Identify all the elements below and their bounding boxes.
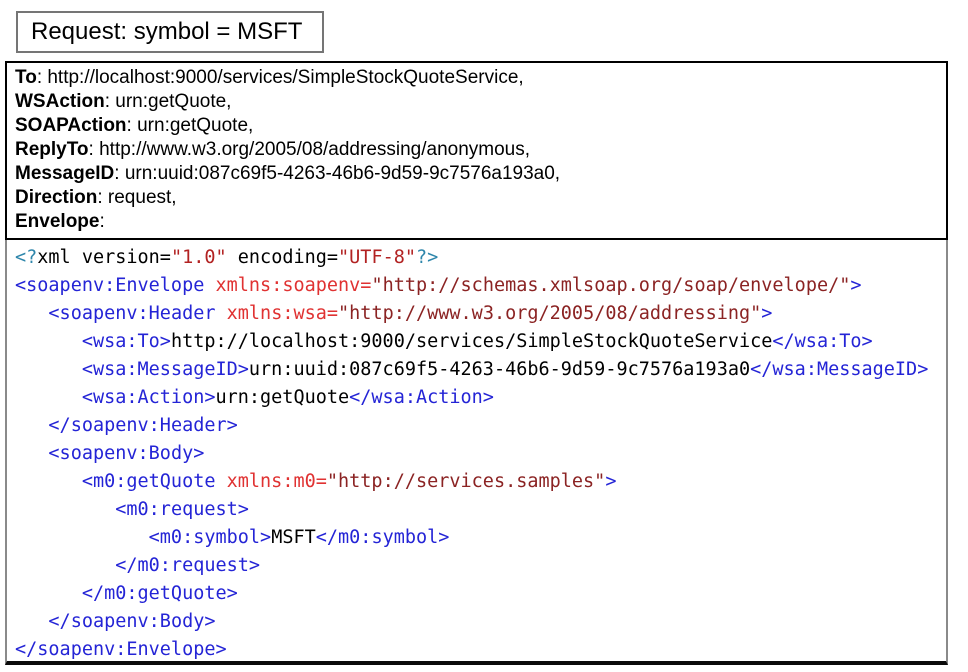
code-line: </soapenv:Envelope>: [15, 636, 946, 661]
header-field-envelope: Envelope:: [15, 211, 105, 232]
xml-token-attr: xmlns:soapenv=: [215, 275, 372, 296]
code-line: <soapenv:Body>: [15, 440, 946, 468]
xml-token-tag: </soapenv:Envelope>: [15, 639, 227, 660]
xml-token-plain: urn:uuid:087c69f5-4263-46b6-9d59-9c7576a…: [248, 359, 751, 380]
header-field-label: To: [15, 67, 37, 88]
xml-token-tag: >: [850, 275, 862, 296]
xml-token-plain: encoding=: [226, 247, 339, 268]
header-field-label: Envelope: [15, 211, 100, 232]
xml-token-plain: urn:getQuote: [215, 387, 350, 408]
header-field-wsaction: WSAction: urn:getQuote,: [15, 91, 232, 112]
request-title: Request: symbol = MSFT: [31, 18, 303, 45]
code-line: </m0:getQuote>: [15, 580, 946, 608]
xml-token-tag: <wsa:Action>: [81, 387, 216, 408]
xml-token-plain: http://localhost:9000/services/SimpleSto…: [170, 331, 773, 352]
code-line: <soapenv:Envelope xmlns:soapenv="http://…: [15, 272, 946, 300]
header-field-label: SOAPAction: [15, 115, 127, 136]
xml-token-tag: </m0:request>: [115, 555, 261, 576]
xml-token-tag: <soapenv:Envelope: [15, 275, 205, 296]
xml-token-tag: </soapenv:Body>: [48, 611, 216, 632]
header-field-to: To: http://localhost:9000/services/Simpl…: [15, 67, 524, 88]
xml-token-plain: MSFT: [271, 527, 316, 548]
xml-token-tag: <m0:getQuote: [81, 471, 216, 492]
xml-token-tag: <soapenv:Body>: [48, 443, 205, 464]
code-line: <?xml version="1.0" encoding="UTF-8"?>: [15, 244, 946, 272]
xml-token-tag: <m0:request>: [115, 499, 249, 520]
xml-token-tag: </soapenv:Header>: [48, 415, 238, 436]
code-line: <soapenv:Header xmlns:wsa="http://www.w3…: [15, 300, 946, 328]
xml-token-tag: <soapenv:Header: [48, 303, 216, 324]
code-line: <wsa:To>http://localhost:9000/services/S…: [15, 328, 946, 356]
code-line: </m0:request>: [15, 552, 946, 580]
xml-token-plain: xml version=: [37, 247, 171, 268]
xml-token-pi: <?: [15, 247, 38, 268]
xml-token-tag: >: [761, 303, 773, 324]
header-field-direction: Direction: request,: [15, 187, 177, 208]
code-line: <m0:symbol>MSFT</m0:symbol>: [15, 524, 946, 552]
code-line: </soapenv:Header>: [15, 412, 946, 440]
request-title-box: Request: symbol = MSFT: [16, 11, 324, 53]
header-field-label: WSAction: [15, 91, 105, 112]
xml-token-tag: </m0:symbol>: [315, 527, 450, 548]
xml-token-attr: xmlns:wsa=: [226, 303, 339, 324]
xml-token-tag: </m0:getQuote>: [81, 583, 238, 604]
xml-token-plain: [204, 275, 215, 296]
xml-token-tag: <wsa:MessageID>: [81, 359, 249, 380]
header-field-label: MessageID: [15, 163, 115, 184]
xml-token-pstr: "1.0": [170, 247, 227, 268]
code-line: <wsa:Action>urn:getQuote</wsa:Action>: [15, 384, 946, 412]
header-field-label: Direction: [15, 187, 98, 208]
code-line: <wsa:MessageID>urn:uuid:087c69f5-4263-46…: [15, 356, 946, 384]
xml-token-pstr: "UTF-8": [338, 247, 416, 268]
xml-token-vstr: "http://schemas.xmlsoap.org/soap/envelop…: [371, 275, 851, 296]
header-field-replyto: ReplyTo: http://www.w3.org/2005/08/addre…: [15, 139, 531, 160]
code-line: <m0:getQuote xmlns:m0="http://services.s…: [15, 468, 946, 496]
xml-token-tag: >: [605, 471, 617, 492]
xml-token-vstr: "http://services.samples": [326, 471, 606, 492]
xml-token-plain: [215, 471, 226, 492]
xml-token-vstr: "http://www.w3.org/2005/08/addressing": [338, 303, 762, 324]
xml-token-tag: <wsa:To>: [81, 331, 171, 352]
header-field-messageid: MessageID: urn:uuid:087c69f5-4263-46b6-9…: [15, 163, 561, 184]
xml-token-attr: xmlns:m0=: [226, 471, 327, 492]
xml-token-tag: </wsa:To>: [772, 331, 873, 352]
xml-token-plain: [216, 303, 227, 324]
soap-envelope-code: <?xml version="1.0" encoding="UTF-8"?><s…: [5, 240, 948, 665]
xml-token-tag: </wsa:MessageID>: [750, 359, 929, 380]
xml-token-tag: <m0:symbol>: [148, 527, 272, 548]
header-field-label: ReplyTo: [15, 139, 89, 160]
message-header-box: To: http://localhost:9000/services/Simpl…: [5, 61, 948, 240]
code-line: </soapenv:Body>: [15, 608, 946, 636]
code-line: <m0:request>: [15, 496, 946, 524]
header-field-soapaction: SOAPAction: urn:getQuote,: [15, 115, 254, 136]
xml-token-pi: ?>: [416, 247, 439, 268]
xml-token-tag: </wsa:Action>: [349, 387, 494, 408]
